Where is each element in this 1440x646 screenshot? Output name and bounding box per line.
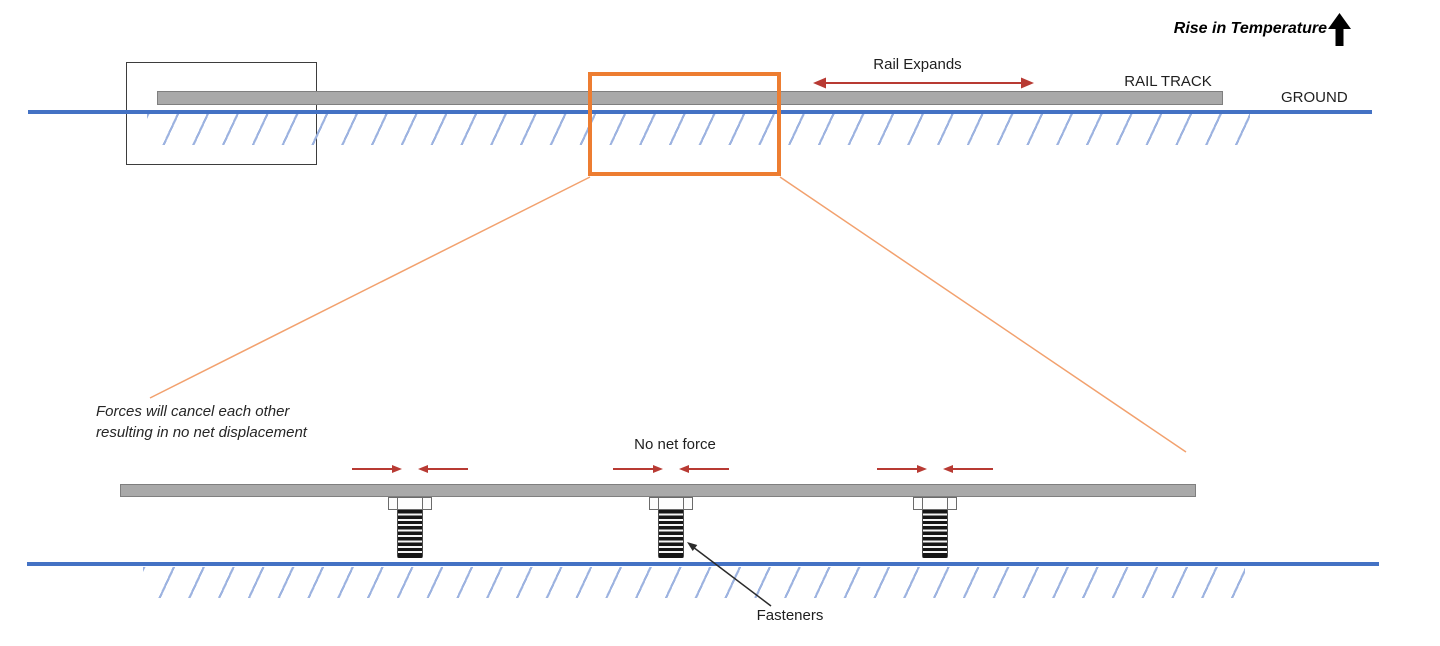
- ground-hatching-magnified: [143, 567, 1245, 598]
- ground-line-magnified: [27, 562, 1379, 566]
- rail-track-bar-top: [157, 91, 1223, 105]
- rail-expands-arrow-icon: [813, 77, 1034, 89]
- bolt-head: [913, 497, 957, 510]
- bolt-shank: [397, 510, 423, 558]
- ground-line-top: [28, 110, 1372, 114]
- forces-note-line1: Forces will cancel each other: [96, 403, 290, 420]
- bolt-head: [388, 497, 432, 510]
- fastener-bolt-right: [913, 497, 957, 561]
- force-pair-middle-icon: [613, 465, 729, 473]
- ground-hatching-top: [147, 114, 1250, 145]
- rail-expands-label: Rail Expands: [873, 56, 962, 73]
- bolt-head: [649, 497, 693, 510]
- temperature-up-arrow-icon: [1328, 13, 1351, 46]
- rail-track-bar-magnified: [120, 484, 1196, 497]
- force-pair-right-icon: [877, 465, 993, 473]
- fastener-bolt-left: [388, 497, 432, 561]
- bolt-shank: [658, 510, 684, 558]
- no-net-force-label: No net force: [634, 436, 716, 453]
- fasteners-label: Fasteners: [756, 607, 824, 624]
- zoom-connector-line-left: [149, 176, 591, 399]
- bolt-shank: [922, 510, 948, 558]
- rise-in-temperature-label: Rise in Temperature: [1173, 20, 1327, 37]
- rail-track-label: RAIL TRACK: [1124, 73, 1212, 90]
- forces-note-line2: resulting in no net displacement: [96, 424, 307, 441]
- forces-note: Forces will cancel each other resulting …: [96, 401, 307, 443]
- force-pair-left-icon: [352, 465, 468, 473]
- ground-label: GROUND: [1281, 89, 1348, 106]
- zoom-highlight-box: [588, 72, 781, 176]
- zoom-connector-line-right: [779, 176, 1187, 453]
- fastener-bolt-middle: [649, 497, 693, 561]
